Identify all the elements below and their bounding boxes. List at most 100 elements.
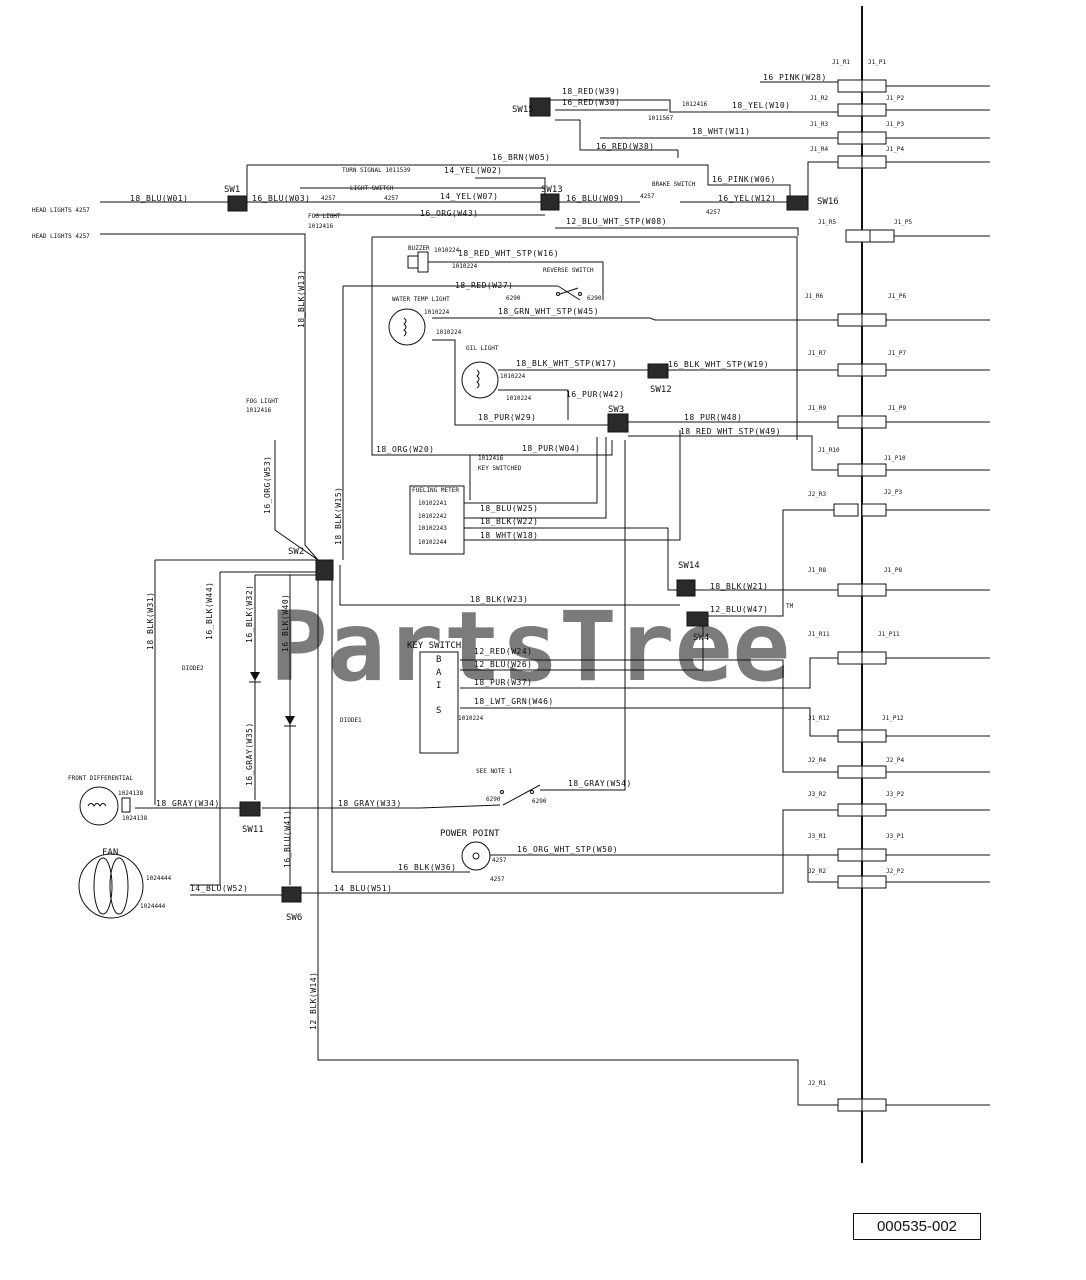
power-point xyxy=(461,841,491,871)
svg-text:16_RED(W38): 16_RED(W38) xyxy=(596,142,654,151)
svg-text:12_BLK(W14): 12_BLK(W14) xyxy=(309,972,318,1030)
svg-text:16_ORG(W53): 16_ORG(W53) xyxy=(263,456,272,514)
svg-text:18_GRAY(W33): 18_GRAY(W33) xyxy=(338,799,402,808)
svg-text:J1_P4: J1_P4 xyxy=(886,146,904,153)
svg-text:1012416: 1012416 xyxy=(682,101,708,108)
reverse-switch xyxy=(556,287,582,296)
svg-text:J1_P10: J1_P10 xyxy=(884,455,906,462)
svg-text:18_WHT(W18): 18_WHT(W18) xyxy=(480,531,538,540)
sw12-label: SW12 xyxy=(650,385,672,395)
sw2-block xyxy=(315,559,334,581)
svg-text:J3_P1: J3_P1 xyxy=(886,833,904,840)
svg-text:14_YEL(W07): 14_YEL(W07) xyxy=(440,192,498,201)
svg-text:KEY SWITCH: KEY SWITCH xyxy=(407,641,461,651)
svg-text:10102243: 10102243 xyxy=(418,525,447,532)
svg-text:16_PINK(W28): 16_PINK(W28) xyxy=(763,73,827,82)
svg-text:J2_R2: J2_R2 xyxy=(808,868,826,875)
sw3-label: SW3 xyxy=(608,405,624,415)
watermark-tm: TM xyxy=(786,603,794,610)
svg-text:12_RED(W24): 12_RED(W24) xyxy=(474,647,532,656)
svg-text:BUZZER: BUZZER xyxy=(408,245,430,252)
svg-text:12_BLU(W26): 12_BLU(W26) xyxy=(474,660,532,669)
see-note-switch xyxy=(500,790,534,794)
svg-text:1024444: 1024444 xyxy=(140,903,166,910)
svg-text:1010224: 1010224 xyxy=(458,715,484,722)
svg-text:16_BRN(W05): 16_BRN(W05) xyxy=(492,153,550,162)
svg-text:1010224: 1010224 xyxy=(436,329,462,336)
svg-text:18_YEL(W10): 18_YEL(W10) xyxy=(732,101,790,110)
svg-text:18_BLK(W15): 18_BLK(W15) xyxy=(334,487,343,545)
svg-text:4257: 4257 xyxy=(490,876,505,883)
fueling-meter xyxy=(409,485,465,555)
front-differential xyxy=(79,786,131,826)
svg-text:OIL LIGHT: OIL LIGHT xyxy=(466,345,499,352)
diode1-symbol xyxy=(284,716,296,727)
svg-text:J1_R4: J1_R4 xyxy=(810,146,828,153)
svg-text:1010224: 1010224 xyxy=(500,373,526,380)
svg-text:J1_P11: J1_P11 xyxy=(878,631,900,638)
svg-text:18_BLU(W01): 18_BLU(W01) xyxy=(130,194,188,203)
svg-text:1010224: 1010224 xyxy=(434,247,460,254)
svg-text:J2_R1: J2_R1 xyxy=(808,1080,826,1087)
svg-text:J1_P9: J1_P9 xyxy=(888,405,906,412)
svg-text:1012416: 1012416 xyxy=(246,407,272,414)
svg-text:10102244: 10102244 xyxy=(418,539,447,546)
svg-text:16_BLU(W03): 16_BLU(W03) xyxy=(252,194,310,203)
sw11-block xyxy=(239,801,261,817)
svg-text:18_PUR(W48): 18_PUR(W48) xyxy=(684,413,742,422)
sw3-block xyxy=(607,413,629,433)
part-number-labels: 4257 4257 4257 4257 1012416 1011567 1010… xyxy=(118,101,721,910)
svg-text:J1_R11: J1_R11 xyxy=(808,631,830,638)
svg-text:18_RED_WHT_STP(W49): 18_RED_WHT_STP(W49) xyxy=(680,427,781,436)
diode2-symbol xyxy=(249,672,261,683)
svg-text:4257: 4257 xyxy=(492,857,507,864)
svg-text:18_BLK(W22): 18_BLK(W22) xyxy=(480,517,538,526)
svg-text:A: A xyxy=(436,668,442,678)
svg-text:FAN: FAN xyxy=(102,848,118,858)
sw16-block xyxy=(786,195,809,211)
svg-text:16_RED(W30): 16_RED(W30) xyxy=(562,98,620,107)
svg-text:J3_R2: J3_R2 xyxy=(808,791,826,798)
svg-text:J2_P2: J2_P2 xyxy=(886,868,904,875)
svg-text:FUELING METER: FUELING METER xyxy=(412,487,459,494)
fan xyxy=(78,853,144,919)
svg-text:16_BLK(W44): 16_BLK(W44) xyxy=(205,582,214,640)
svg-text:16_PUR(W42): 16_PUR(W42) xyxy=(566,390,624,399)
wire-labels: 16_PINK(W28) 18_RED(W39) 16_RED(W30) 18_… xyxy=(130,73,827,1030)
switch-labels: SW15 SW1 SW13 SW16 SW12 SW3 SW2 SW14 SW4… xyxy=(224,105,839,923)
svg-text:18_BLK(W21): 18_BLK(W21) xyxy=(710,582,768,591)
svg-text:J1_P6: J1_P6 xyxy=(888,293,906,300)
svg-text:1024138: 1024138 xyxy=(118,790,144,797)
sw6-label: SW6 xyxy=(286,913,302,923)
svg-text:14_BLU(W52): 14_BLU(W52) xyxy=(190,884,248,893)
svg-text:12_BLU(W47): 12_BLU(W47) xyxy=(710,605,768,614)
svg-text:J3_P2: J3_P2 xyxy=(886,791,904,798)
svg-text:18_RED(W27): 18_RED(W27) xyxy=(455,281,513,290)
svg-text:POWER POINT: POWER POINT xyxy=(440,829,500,839)
svg-text:HEAD LIGHTS 4257: HEAD LIGHTS 4257 xyxy=(32,207,90,214)
sw1-label: SW1 xyxy=(224,185,240,195)
svg-text:6290: 6290 xyxy=(486,796,501,803)
svg-text:DIODE1: DIODE1 xyxy=(340,717,362,724)
svg-text:J1_P8: J1_P8 xyxy=(884,567,902,574)
svg-text:J2_R4: J2_R4 xyxy=(808,757,826,764)
document-number: 000535-002 xyxy=(853,1213,981,1240)
svg-text:16_ORG_WHT_STP(W50): 16_ORG_WHT_STP(W50) xyxy=(517,845,618,854)
svg-text:J1_R1: J1_R1 xyxy=(832,59,850,66)
svg-text:WATER TEMP LIGHT: WATER TEMP LIGHT xyxy=(392,296,450,303)
svg-text:J1_P1: J1_P1 xyxy=(868,59,886,66)
svg-text:FOG LIGHT: FOG LIGHT xyxy=(246,398,279,405)
svg-text:18_RED(W39): 18_RED(W39) xyxy=(562,87,620,96)
svg-text:14_YEL(W02): 14_YEL(W02) xyxy=(444,166,502,175)
buzzer xyxy=(407,251,429,273)
svg-text:J1_R8: J1_R8 xyxy=(808,567,826,574)
svg-text:18_BLK(W31): 18_BLK(W31) xyxy=(146,592,155,650)
svg-text:18_PUR(W37): 18_PUR(W37) xyxy=(474,678,532,687)
sw15-block xyxy=(529,97,551,117)
svg-text:18_GRN_WHT_STP(W45): 18_GRN_WHT_STP(W45) xyxy=(498,307,599,316)
svg-text:10102241: 10102241 xyxy=(418,500,447,507)
svg-text:16_BLU(W41): 16_BLU(W41) xyxy=(283,810,292,868)
key-switch-body xyxy=(419,651,459,754)
svg-text:J1_P12: J1_P12 xyxy=(882,715,904,722)
sw2-label: SW2 xyxy=(288,547,304,557)
